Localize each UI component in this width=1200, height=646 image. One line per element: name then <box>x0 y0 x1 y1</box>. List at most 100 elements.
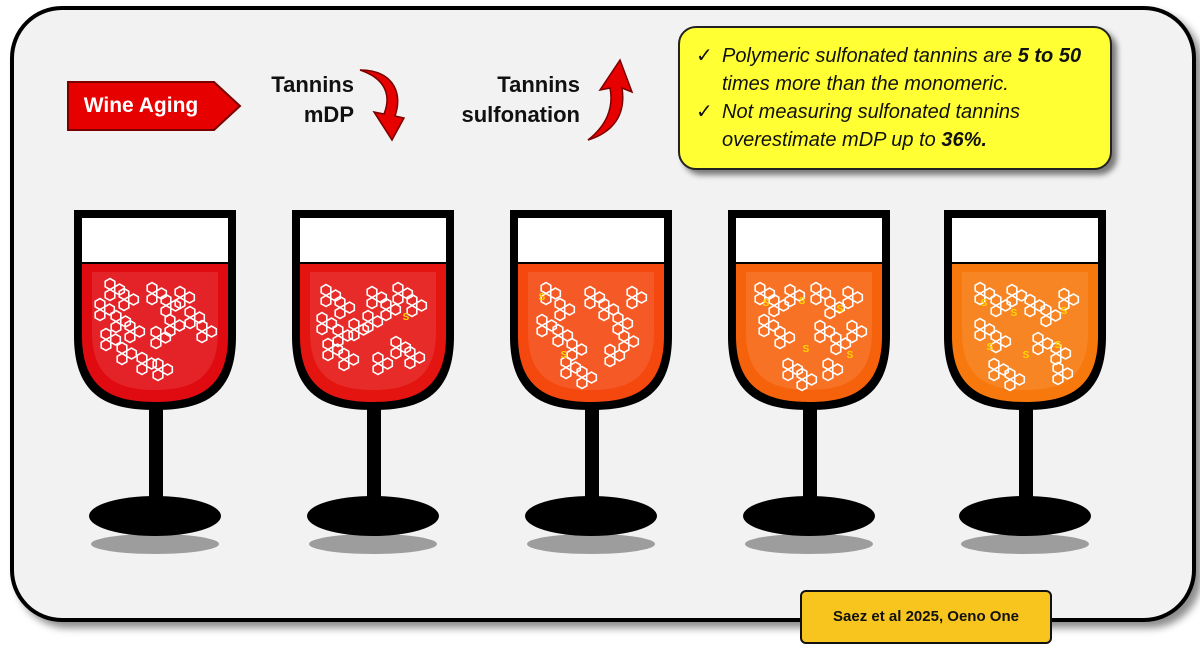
tannin-ring <box>552 334 564 348</box>
tannin-ring <box>159 331 172 344</box>
tannin-ring <box>851 291 864 304</box>
tannin-ring <box>576 376 588 390</box>
tannin-ring <box>810 292 822 306</box>
wine-glass-1 <box>74 210 236 554</box>
tannin-ring <box>1015 289 1028 302</box>
finding-item-2: ✓Not measuring sulfonated tannins overes… <box>696 98 1094 154</box>
tannin-ring <box>169 299 182 312</box>
glass-shadow <box>745 534 873 554</box>
sulfur-label: S <box>403 312 410 323</box>
sulfur-label: S <box>981 298 988 309</box>
tannin-ring <box>793 289 806 302</box>
glass-stem <box>1019 404 1033 508</box>
tannin-ring <box>1067 293 1080 306</box>
tannin-ring <box>566 348 578 362</box>
tannin-ring <box>320 294 332 308</box>
tannin-ring <box>413 351 426 364</box>
tannin-ring <box>1040 314 1052 328</box>
tannin-ring <box>758 324 770 338</box>
key-findings-box: ✓Polymeric sulfonated tannins are 5 to 5… <box>678 26 1112 170</box>
tannin-ring <box>124 330 136 344</box>
tannin-ring <box>988 368 1000 382</box>
tannin-ring <box>127 293 140 306</box>
tannin-ring <box>1041 337 1054 350</box>
tannin-ring <box>833 301 846 314</box>
tannin-ring <box>109 333 122 346</box>
tannin-ring <box>347 353 360 366</box>
tannin-ring <box>110 320 122 334</box>
tannin-ring <box>205 325 218 338</box>
tannins-mdp-line2: mDP <box>303 102 354 127</box>
tannins-sulfonation-label: Tannins sulfonation <box>440 70 580 130</box>
tannin-ring <box>990 340 1002 354</box>
tannin-ring <box>145 357 158 370</box>
wine-aging-arrow: Wine Aging <box>66 78 242 134</box>
glass-stem <box>149 404 163 508</box>
tannins-sulfonation-line1: Tannins <box>497 72 580 97</box>
tannin-ring <box>116 352 128 366</box>
glass-base <box>959 496 1091 536</box>
tannin-ring <box>805 373 818 386</box>
tannin-ring <box>380 308 392 322</box>
tannin-ring <box>777 299 790 312</box>
tannin-ring <box>540 292 552 306</box>
sulfur-label: S <box>561 350 568 361</box>
tannin-ring <box>569 361 582 374</box>
tannin-ring <box>136 362 148 376</box>
glass-stem <box>367 404 381 508</box>
tannin-ring <box>604 354 616 368</box>
tannin-ring <box>784 294 796 308</box>
tannin-ring <box>613 349 626 362</box>
tannin-ring <box>999 335 1012 348</box>
tannin-ring <box>1004 378 1016 392</box>
wine-highlight <box>962 272 1088 390</box>
tannin-ring <box>1059 347 1072 360</box>
wine-fill <box>82 264 228 402</box>
tannin-ring <box>392 292 404 306</box>
tannin-ring <box>575 343 588 356</box>
tannin-ring <box>362 320 374 334</box>
checkmark-icon: ✓ <box>696 101 713 123</box>
tannin-ring <box>133 325 146 338</box>
tannin-ring <box>783 331 796 344</box>
tannin-ring <box>822 368 834 382</box>
tannin-ring <box>846 330 858 344</box>
tannin-ring <box>371 315 384 328</box>
tannin-ring <box>118 298 130 312</box>
tannin-ring <box>150 336 162 350</box>
tannin-ring <box>184 316 196 330</box>
glass-empty-space <box>82 218 228 262</box>
sulfur-label: S <box>987 342 994 353</box>
tannin-ring <box>341 329 354 342</box>
tannin-ring <box>1049 309 1062 322</box>
tannin-ring <box>549 287 562 300</box>
tannin-ring <box>598 308 610 322</box>
checkmark-icon: ✓ <box>696 45 713 67</box>
tannin-ring <box>316 322 328 336</box>
tannin-ring <box>997 363 1010 376</box>
tannin-ring <box>754 292 766 306</box>
glass-base <box>743 496 875 536</box>
tannin-ring <box>193 311 206 324</box>
tannin-ring <box>782 368 794 382</box>
tannin-ring <box>999 299 1012 312</box>
tannin-ring <box>366 296 378 310</box>
tannin-ring <box>635 291 648 304</box>
tannin-ring <box>331 343 344 356</box>
glass-empty-space <box>952 218 1098 262</box>
tannin-ring <box>545 319 558 332</box>
glass-shadow <box>91 534 219 554</box>
tannin-ring <box>103 303 116 316</box>
tannin-cluster: S <box>316 281 428 376</box>
tannin-ring <box>621 317 634 330</box>
tannin-ring <box>100 338 112 352</box>
sulfur-label: S <box>763 298 770 309</box>
tannin-ring <box>554 308 566 322</box>
tannin-ring <box>560 366 572 380</box>
glass-empty-space <box>518 218 664 262</box>
tannin-ring <box>1032 342 1044 356</box>
tannin-ring <box>824 306 836 320</box>
tannin-ring <box>381 357 394 370</box>
